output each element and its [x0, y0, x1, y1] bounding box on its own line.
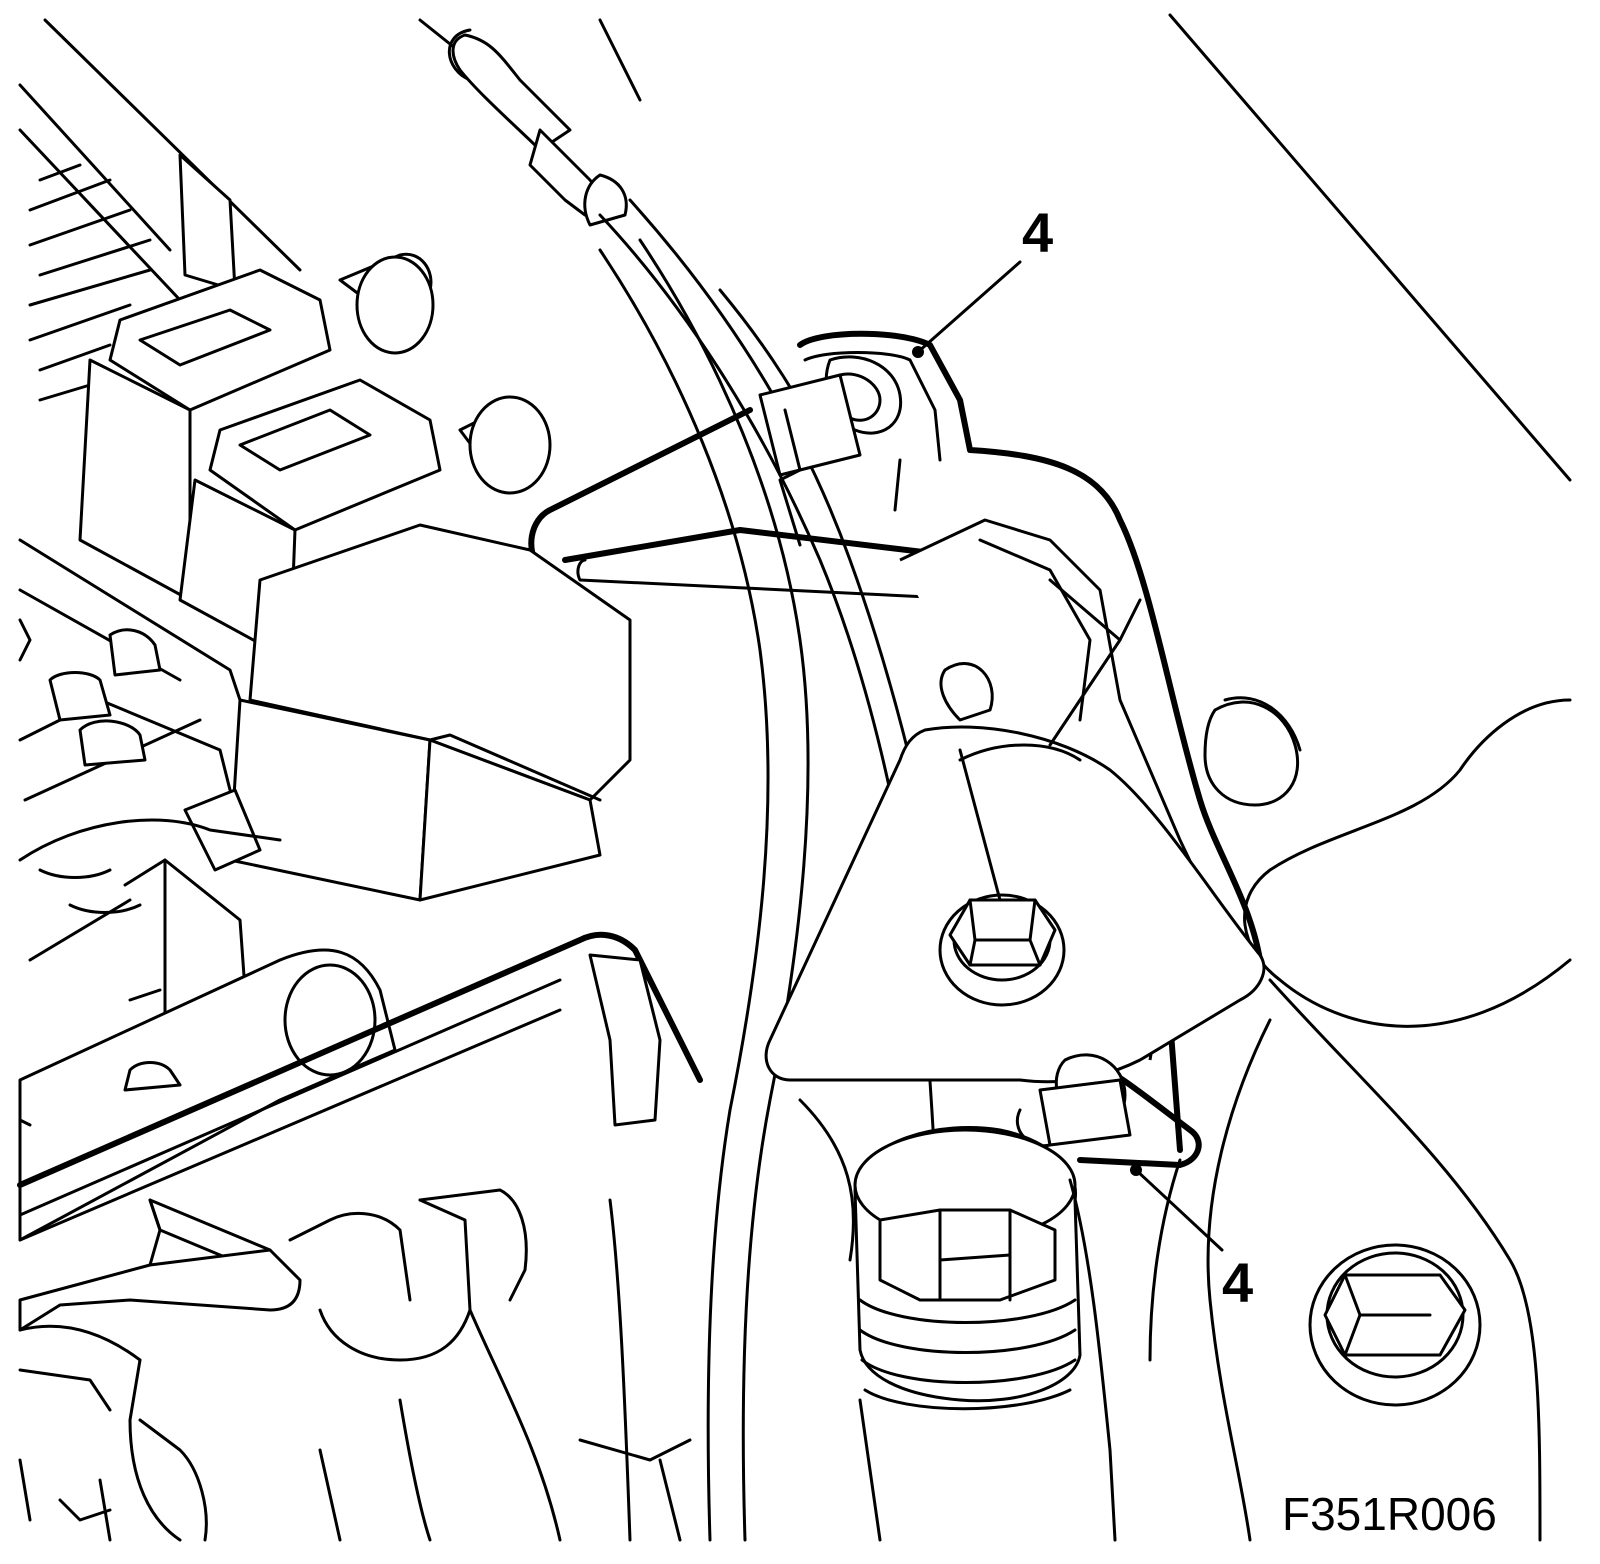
body-panel — [1170, 15, 1570, 1540]
bracket-upper — [760, 334, 1260, 1150]
vent-grille — [30, 165, 150, 400]
bracket-lower — [1017, 1055, 1198, 1176]
lower-panel — [800, 1020, 1270, 1540]
callout-label-upper: 4 — [1022, 201, 1053, 264]
bolt-upper — [940, 895, 1064, 1005]
tray-lip — [20, 935, 700, 1540]
callout-upper: 4 — [918, 201, 1053, 352]
rubber-plug — [1205, 698, 1300, 805]
bolt-lower-right — [1310, 1245, 1480, 1405]
figure-id: F351R006 — [1282, 1488, 1497, 1540]
threaded-stud-nut — [855, 1128, 1080, 1409]
mounting-plate — [766, 600, 1264, 1082]
callout-lower: 4 — [1136, 1170, 1253, 1314]
callout-label-lower: 4 — [1222, 1251, 1253, 1314]
fuse-relay-box — [20, 20, 630, 1240]
